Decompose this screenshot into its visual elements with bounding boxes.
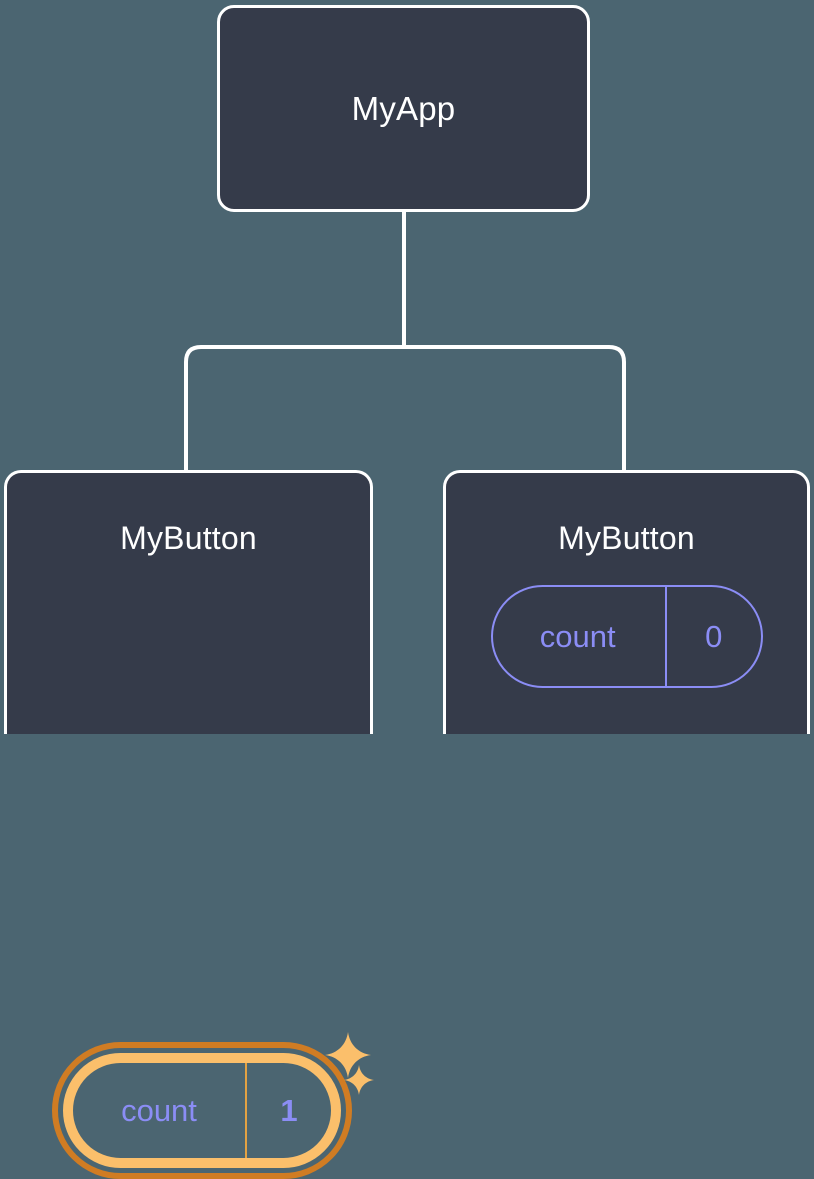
state-pill-wrap: count 0 [490, 585, 763, 688]
state-pill-plain[interactable]: count 0 [490, 585, 763, 688]
node-myapp[interactable]: MyApp [217, 5, 590, 212]
state-pill-highlighted[interactable]: count 1 [52, 1042, 352, 1179]
state-key-label: count [121, 1093, 197, 1128]
node-myapp-label: MyApp [351, 90, 456, 127]
node-mybutton-right[interactable]: MyButton count 0 [443, 470, 810, 734]
component-tree-diagram: MyApp MyButton count 1 MyButton count 0 [4, 5, 810, 1179]
state-key-label: count [539, 619, 616, 654]
node-mybutton-left[interactable]: MyButton count 1 [4, 470, 374, 1179]
node-mybutton-right-label: MyButton [558, 520, 695, 556]
state-value-label: 1 [245, 1063, 331, 1158]
connector-branch-bus [184, 345, 626, 472]
state-pill-content: count 1 [73, 1063, 331, 1158]
node-mybutton-left-label: MyButton [120, 520, 257, 556]
state-value-label: 0 [664, 587, 761, 686]
